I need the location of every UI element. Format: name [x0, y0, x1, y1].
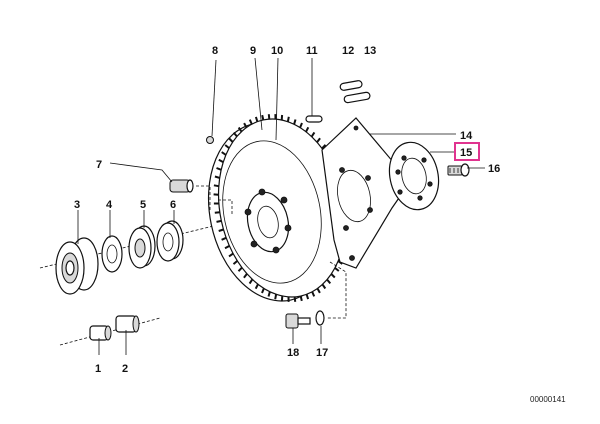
gear-tooth: [218, 228, 224, 232]
gear-tooth: [243, 122, 248, 128]
gear-tooth: [214, 175, 220, 179]
part-label-12: 12: [342, 45, 354, 57]
gear-tooth: [224, 245, 230, 250]
plate: [321, 117, 411, 269]
gear-tooth: [321, 283, 327, 290]
gear-tooth: [218, 158, 224, 163]
gear-tooth: [267, 291, 271, 297]
gear-tooth: [274, 294, 278, 300]
gear-tooth: [237, 266, 243, 272]
part-label-3: 3: [74, 199, 80, 211]
gear-tooth: [224, 144, 230, 149]
washer-4: [101, 235, 123, 273]
bolt-16: [447, 163, 470, 177]
part-label-10: 10: [271, 45, 283, 57]
part-label-14: 14: [460, 130, 473, 142]
part-label-9: 9: [250, 45, 256, 57]
gear-tooth: [326, 278, 332, 285]
part-label-8: 8: [212, 45, 218, 57]
washer-17: [315, 310, 325, 326]
bolt-18: [285, 313, 311, 329]
sleeve-1: [89, 325, 112, 341]
part-label-15: 15: [460, 147, 472, 159]
gear-tooth: [299, 122, 303, 128]
gear-tooth: [316, 137, 321, 143]
flywheel: [207, 114, 351, 302]
pins: [339, 80, 371, 104]
gear-tooth: [237, 126, 243, 133]
gear-tooth: [334, 267, 340, 272]
gear-tooth: [248, 119, 253, 125]
ball-8: [206, 136, 214, 144]
gear-tooth: [243, 273, 248, 279]
highlight-box: [454, 142, 480, 161]
part-label-5: 5: [140, 199, 146, 211]
gear-tooth: [254, 116, 259, 122]
sleeve-2: [115, 315, 140, 333]
gear-tooth: [293, 119, 297, 125]
gear-tooth: [321, 144, 327, 150]
gear-tooth: [311, 291, 316, 297]
gear-tooth: [305, 294, 310, 300]
gear-tooth: [232, 131, 238, 138]
gear-tooth: [261, 114, 265, 121]
sleeve-7: [169, 179, 194, 193]
gear-tooth: [305, 126, 310, 133]
gear-tooth: [299, 295, 303, 302]
part-label-7: 7: [96, 159, 102, 171]
part-label-4: 4: [106, 199, 113, 211]
part-label-1: 1: [95, 363, 101, 375]
gear-tooth: [216, 219, 222, 223]
gear-tooth: [248, 278, 254, 285]
gear-tooth: [221, 236, 227, 241]
part-label-6: 6: [170, 199, 176, 211]
ring: [388, 141, 440, 211]
gear-tooth: [213, 184, 219, 188]
gear-tooth: [330, 273, 336, 279]
ring-6: [156, 220, 184, 262]
gear-tooth: [293, 296, 297, 302]
seal-5: [128, 225, 156, 269]
gear-tooth: [254, 283, 259, 290]
leader-lines: [77, 57, 485, 355]
part-label-16: 16: [488, 163, 500, 175]
gear-tooth: [316, 288, 321, 294]
gear-tooth: [228, 252, 234, 258]
part-label-2: 2: [122, 363, 128, 375]
bearing-3: [55, 237, 99, 295]
gear-tooth: [216, 167, 222, 171]
document-number: 00000141: [530, 395, 566, 404]
part-label-13: 13: [364, 45, 376, 57]
gear-tooth: [232, 260, 238, 265]
gear-tooth: [310, 131, 316, 138]
part-label-11: 11: [306, 45, 318, 57]
gear-tooth: [267, 114, 271, 120]
gear-tooth: [228, 137, 234, 143]
part-label-18: 18: [287, 347, 299, 359]
gear-tooth: [286, 116, 290, 122]
part-number-labels: 1 2 3 4 5 6 7 8 9 10 11 12 13 14 15 16 1…: [74, 45, 500, 375]
gear-tooth: [221, 151, 227, 156]
gear-tooth: [214, 211, 220, 214]
gear-tooth: [261, 288, 265, 294]
dowel-11: [305, 115, 323, 123]
part-label-17: 17: [316, 347, 328, 359]
